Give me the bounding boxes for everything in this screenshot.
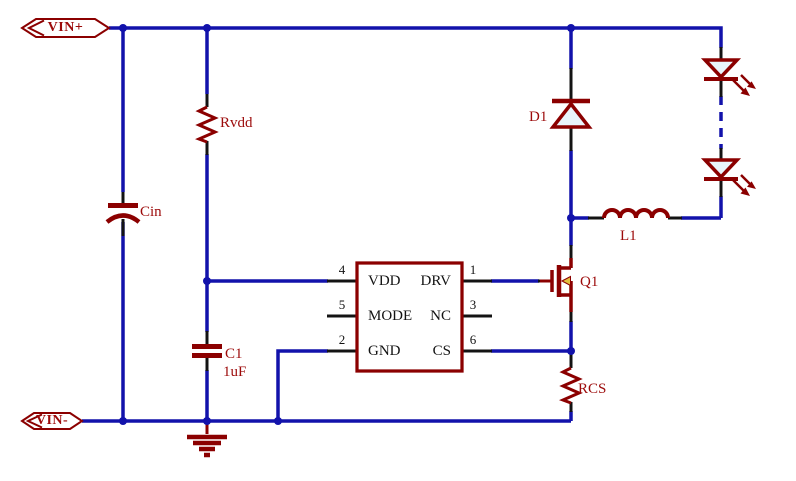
junction-dot [203, 24, 211, 32]
wires [82, 26, 723, 423]
resistor-rcs-symbol [559, 366, 583, 405]
c1-value: 1uF [223, 364, 247, 380]
led1-symbol [700, 58, 756, 96]
led-emission-arrows-icon [732, 74, 756, 96]
port-vin-minus-label: VIN- [35, 413, 69, 428]
ic-pin-name-vdd: VDD [368, 273, 401, 289]
port-vin-minus [20, 412, 84, 430]
ic-pin-name-gnd: GND [368, 343, 401, 359]
port-vin-plus [20, 18, 111, 38]
diode-d1-symbol [549, 98, 593, 129]
capacitor-cin-symbol [105, 203, 141, 224]
rvdd-designator: Rvdd [220, 115, 253, 131]
q1-designator: Q1 [580, 274, 599, 290]
ic-pin-name-nc: NC [430, 308, 451, 324]
ic-pin-number-6: 6 [469, 332, 477, 347]
c1-designator: C1 [225, 346, 243, 362]
junction-dot [274, 417, 282, 425]
led-emission-arrows-icon [732, 174, 756, 196]
junction-dot [567, 24, 575, 32]
wire-top-rail [109, 26, 723, 48]
ic-pin-number-4: 4 [338, 262, 346, 277]
junction-dot [119, 417, 127, 425]
resistor-rvdd-symbol [195, 105, 219, 144]
junction-dot [567, 214, 575, 222]
component-leads [121, 47, 723, 412]
ic-pin-number-5: 5 [338, 297, 346, 312]
junction-dot [203, 417, 211, 425]
d1-designator: D1 [529, 109, 548, 125]
ic-pin-name-cs: CS [432, 343, 451, 359]
junction-dot [119, 24, 127, 32]
ic-pin-number-2: 2 [338, 332, 346, 347]
ic-pin-number-1: 1 [469, 262, 477, 277]
capacitor-c1-symbol [192, 344, 222, 358]
led2-symbol [700, 158, 756, 196]
ic-pin-number-3: 3 [469, 297, 477, 312]
ic-body [355, 261, 464, 373]
junction-dot [567, 347, 575, 355]
wire-gnd [276, 349, 328, 421]
port-arrow-icon [25, 413, 43, 429]
junction-dots [119, 24, 575, 425]
junction-dot [203, 277, 211, 285]
cin-designator: Cin [140, 204, 162, 220]
rcs-designator: RCS [578, 381, 607, 397]
ic-pin-name-mode: MODE [368, 308, 413, 324]
ground-icon [187, 421, 227, 458]
mosfet-arrow-icon [560, 275, 571, 287]
mosfet-q1-symbol [540, 258, 573, 312]
inductor-l1-symbol [602, 208, 670, 219]
port-vin-plus-label: VIN+ [47, 20, 84, 35]
port-arrow-icon [26, 19, 45, 37]
l1-designator: L1 [620, 228, 637, 244]
ic-pin-name-drv: DRV [420, 273, 451, 289]
